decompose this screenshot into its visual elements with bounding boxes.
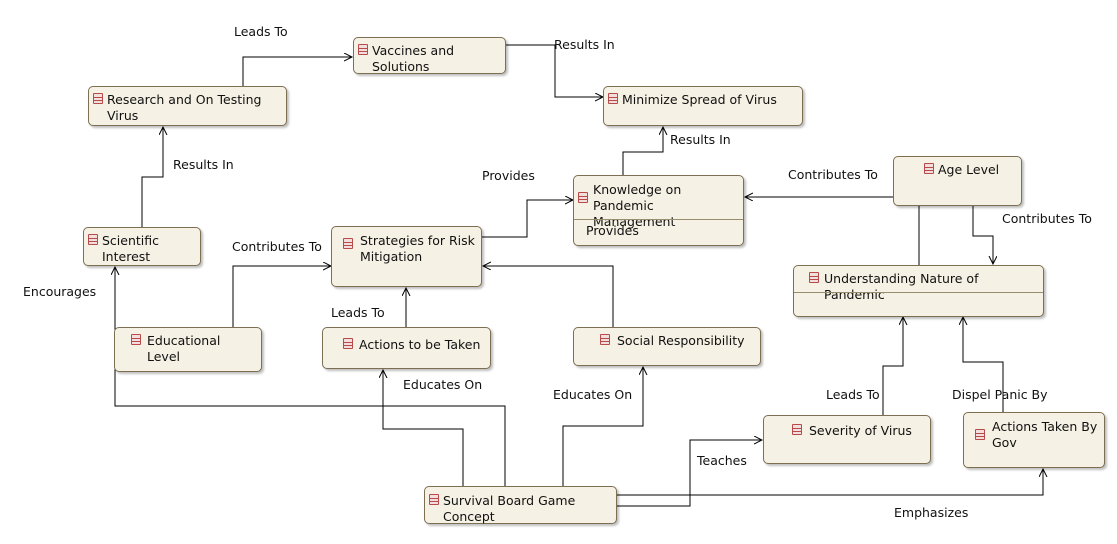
node-label: Understanding Nature of Pandemic [824,271,979,302]
edge-severity-to-understanding [882,317,903,415]
node-label: Vaccines and Solutions [372,43,455,74]
entity-icon [429,494,439,505]
node-label: Research and On Testing Virus [107,92,262,123]
edge-label-leads-to: Leads To [331,305,385,320]
node-label: Actions Taken By Gov [992,419,1098,450]
edge-vaccines-to-minimize [506,44,603,97]
node-strategies-risk-mitigation[interactable]: Strategies for Risk Mitigation [331,226,482,287]
node-age-level[interactable]: Age Level [893,156,1022,206]
node-research-and-testing[interactable]: Research and On Testing Virus [88,86,287,126]
edge-label-educates-on: Educates On [403,377,483,392]
node-label: Severity of Virus [809,423,912,438]
node-label: Knowledge on Pandemic Management [593,182,682,229]
node-label: Scientific Interest [102,233,160,264]
edge-label-leads-to: Leads To [234,24,288,39]
entity-icon [975,429,985,440]
entity-icon [343,238,353,249]
node-vaccines-and-solutions[interactable]: Vaccines and Solutions [353,37,506,74]
edge-social-to-strategies [483,266,614,327]
entity-icon [809,272,819,283]
edge-survival-to-severity [617,440,762,507]
node-severity-of-virus[interactable]: Severity of Virus [763,415,931,464]
node-actions-taken-by-gov[interactable]: Actions Taken By Gov [963,412,1105,468]
node-label: Social Responsibility [617,333,745,348]
edge-survival-to-actions [383,370,464,486]
node-label: Strategies for Risk Mitigation [360,233,475,264]
edge-label-contributes-to: Contributes To [788,167,878,182]
entity-icon [93,93,103,104]
entity-icon [924,163,934,174]
node-label: Educational Level [147,333,221,364]
node-scientific-interest[interactable]: Scientific Interest [83,227,201,266]
edge-label-encourages: Encourages [23,284,97,299]
node-label: Minimize Spread of Virus [622,92,777,107]
entity-icon [792,424,802,435]
entity-icon [600,334,610,345]
edge-gov-to-understanding [963,317,1004,412]
edge-label-contributes-to: Contributes To [1002,211,1092,226]
entity-icon [578,192,588,203]
edge-scientific-to-research [141,127,163,227]
entity-icon [131,334,141,345]
edge-educational-to-strategies [232,266,331,327]
entity-icon [343,338,353,349]
edge-survival-to-social [562,367,643,486]
edge-knowledge-to-minimize [622,127,663,175]
node-separator [794,292,1043,293]
edge-label-emphasizes: Emphasizes [894,505,969,520]
edge-strategies-to-knowledge [482,200,573,238]
node-understanding-nature[interactable]: Understanding Nature of Pandemic [793,265,1044,317]
entity-icon [88,234,98,245]
edge-label-contributes-to: Contributes To [232,239,322,254]
node-label: Survival Board Game Concept [443,493,576,524]
node-survival-board-game[interactable]: Survival Board Game Concept [424,486,617,524]
edge-research-to-vaccines [242,57,352,86]
edge-label-results-in: Results In [554,37,615,52]
edge-age-to-understanding [972,206,993,264]
node-social-responsibility[interactable]: Social Responsibility [573,327,761,366]
node-educational-level[interactable]: Educational Level [114,327,262,372]
node-attribute: Provides [586,223,639,238]
edge-label-leads-to: Leads To [826,387,880,402]
edge-label-results-in: Results In [173,157,234,172]
node-minimize-spread[interactable]: Minimize Spread of Virus [603,86,803,126]
edge-label-dispel-panic-by: Dispel Panic By [952,387,1048,402]
node-label: Age Level [938,162,1000,177]
entity-icon [608,93,618,104]
edge-label-educates-on: Educates On [553,387,633,402]
edge-label-results-in: Results In [670,132,731,147]
edge-label-teaches: Teaches [697,453,747,468]
node-knowledge-pandemic-management[interactable]: Knowledge on Pandemic Management Provide… [573,175,744,246]
edge-label-provides: Provides [482,168,535,183]
edge-survival-to-gov [617,469,1043,496]
entity-icon [358,44,368,55]
node-separator [574,219,743,220]
edge-understanding-to-knowledge [745,197,920,265]
node-label: Actions to be Taken [359,337,481,352]
node-actions-to-be-taken[interactable]: Actions to be Taken [322,327,491,369]
